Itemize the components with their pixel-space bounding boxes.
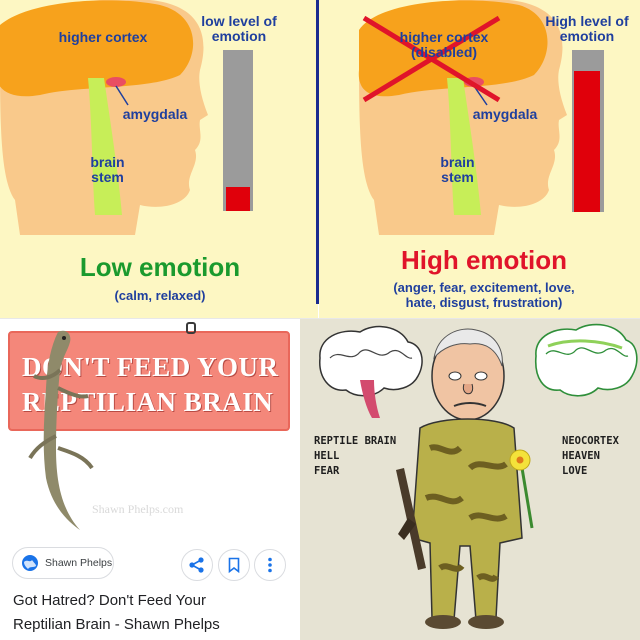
meter-caption-right: High level of emotion: [545, 13, 629, 44]
more-options-button[interactable]: [254, 549, 286, 581]
brain-stem-label-right: brain stem: [440, 154, 475, 185]
high-emotion-headline: High emotion: [400, 245, 568, 275]
section-separator: [0, 318, 640, 319]
source-name: Shawn Phelps: [45, 557, 113, 569]
amygdala-label: amygdala: [122, 106, 188, 122]
banner-watermark: Shawn Phelps.com: [92, 502, 184, 516]
search-result-card[interactable]: DON'T FEED YOUR REPTILIAN BRAIN Shawn Ph…: [0, 318, 300, 640]
meter-caption-left: low level of emotion: [201, 13, 277, 44]
low-emotion-diagram: higher cortex amygdala brain stem low le…: [0, 0, 318, 318]
emotion-meter-fill-left: [226, 187, 250, 211]
globe-icon: [22, 555, 38, 571]
low-emotion-subline: (calm, relaxed): [114, 288, 206, 303]
gecko-icon: [28, 330, 94, 530]
neocortex-caption: NEOCORTEX HEAVEN LOVE: [562, 435, 619, 477]
emotion-meter-fill-right: [574, 71, 600, 212]
reptile-brain-icon: [319, 325, 423, 397]
low-emotion-headline: Low emotion: [79, 252, 241, 282]
higher-cortex-disabled-label: higher cortex (disabled): [399, 29, 489, 60]
emotion-meter-left: [223, 50, 253, 211]
share-icon: [189, 557, 204, 573]
high-emotion-diagram: higher cortex (disabled) amygdala brain …: [319, 0, 640, 318]
diagram-divider: [316, 0, 319, 304]
brain-stem-label: brain stem: [90, 154, 125, 185]
bookmark-icon: [228, 557, 240, 574]
banner-line-1: DON'T FEED YOUR: [22, 352, 279, 382]
higher-cortex-label: higher cortex: [58, 29, 148, 45]
cartoon-illustration: REPTILE BRAIN HELL FEAR NEOCORTEX HEAVEN…: [300, 318, 640, 640]
head-silhouette-right: [358, 0, 604, 235]
amygdala-label-right: amygdala: [472, 106, 538, 122]
reptile-brain-caption: REPTILE BRAIN HELL FEAR: [314, 435, 397, 477]
high-emotion-subline: (anger, fear, excitement, love, hate, di…: [393, 280, 575, 310]
more-vert-icon: [268, 557, 272, 573]
source-chip[interactable]: Shawn Phelps: [12, 547, 114, 579]
result-title-link[interactable]: Got Hatred? Don't Feed Your Reptilian Br…: [13, 592, 220, 633]
banner-hook-icon: [186, 322, 196, 334]
neocortex-brain-icon: [535, 323, 638, 397]
save-button[interactable]: [218, 549, 250, 581]
head-silhouette-left: [0, 0, 253, 235]
share-button[interactable]: [181, 549, 213, 581]
cartoon-figure: [319, 323, 638, 629]
